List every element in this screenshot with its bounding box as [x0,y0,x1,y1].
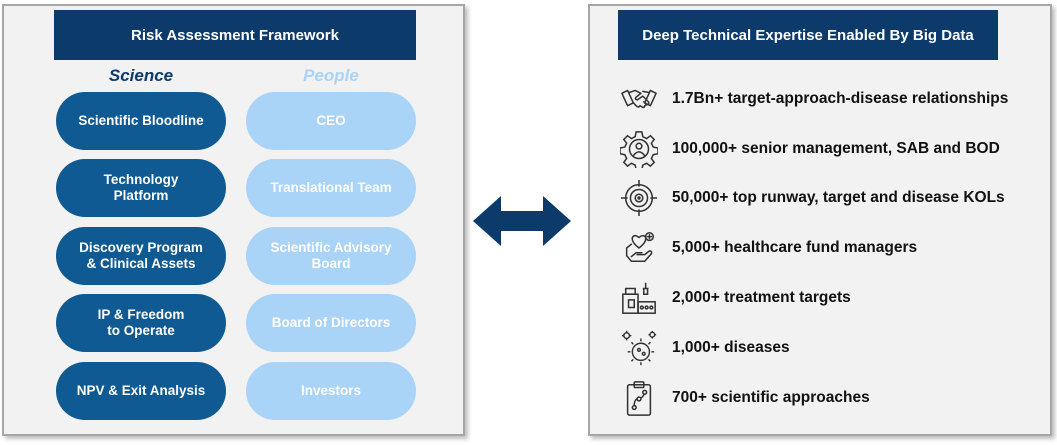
stat-fund-managers-text: 5,000+ healthcare fund managers [672,239,918,256]
stat-relationships-text: 1.7Bn+ target-approach-disease relations… [672,90,1009,107]
medicine-icon [622,282,656,314]
stat-treatment-targets-text: 2,000+ treatment targets [672,289,851,306]
stat-row-kols: 50,000+ top runway, target and disease K… [620,178,1005,218]
stat-row-diseases: 1,000+ diseases [620,328,790,368]
risk-assessment-header: Risk Assessment Framework [54,10,416,60]
people-column-title: People [303,66,359,85]
people-pill-investors: Investors [246,362,416,420]
stat-row-relationships: 1.7Bn+ target-approach-disease relations… [620,79,1008,119]
target-icon [620,179,658,217]
stat-row-treatment-targets: 2,000+ treatment targets [620,278,851,318]
virus-icon [621,330,657,366]
stat-row-senior-management: 100,000+ senior management, SAB and BOD [620,129,1000,169]
science-pill-discovery-program: Discovery Program & Clinical Assets [56,227,226,285]
people-pill-board-of-directors: Board of Directors [246,294,416,352]
expertise-header: Deep Technical Expertise Enabled By Big … [618,10,998,60]
people-pill-scientific-advisory-board: Scientific Advisory Board [246,227,416,285]
stat-row-scientific-approaches: 700+ scientific approaches [620,378,870,418]
stat-kols-text: 50,000+ top runway, target and disease K… [672,189,1005,206]
science-pill-scientific-bloodline: Scientific Bloodline [56,92,226,150]
people-pill-translational-team: Translational Team [246,159,416,217]
clipboard-icon [626,381,652,416]
hand-heart-icon [625,232,655,263]
gear-person-icon [620,131,658,168]
handshake-icon [621,89,657,109]
expertise-panel: Deep Technical Expertise Enabled By Big … [588,4,1052,436]
people-pill-ceo: CEO [246,92,416,150]
science-pill-npv-exit: NPV & Exit Analysis [56,362,226,420]
science-column-title: Science [108,66,174,85]
science-pill-ip-freedom: IP & Freedom to Operate [56,294,226,352]
science-pill-technology-platform: Technology Platform [56,159,226,217]
stat-diseases-text: 1,000+ diseases [672,339,790,356]
double-arrow-icon [473,196,571,246]
stat-scientific-approaches-text: 700+ scientific approaches [672,389,870,406]
stat-senior-management-text: 100,000+ senior management, SAB and BOD [672,140,1000,157]
risk-assessment-panel: Risk Assessment Framework Science People… [2,4,465,436]
stat-row-fund-managers: 5,000+ healthcare fund managers [620,228,917,268]
